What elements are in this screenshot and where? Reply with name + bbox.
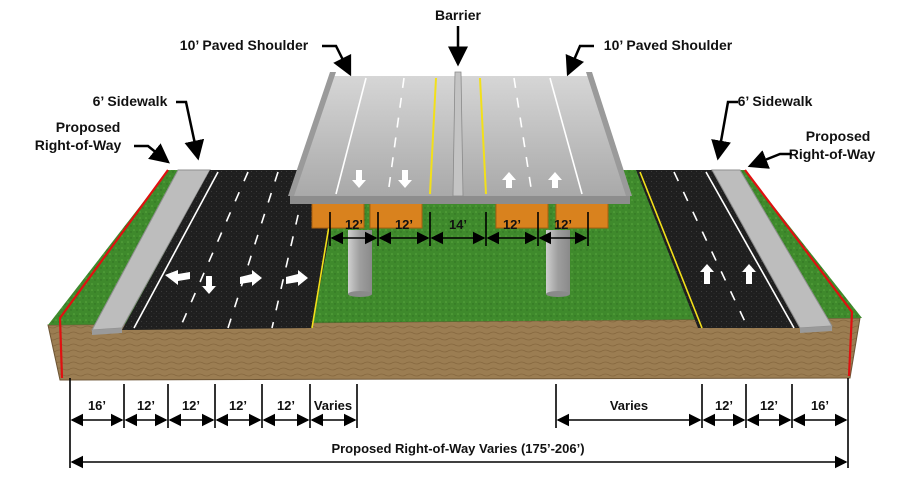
pier-right — [546, 230, 570, 294]
right-asphalt — [636, 170, 800, 328]
bottom-dim-label: 12’ — [715, 398, 733, 413]
bottom-dim-label: Varies — [314, 398, 352, 413]
bottom-dim-label: 16’ — [88, 398, 106, 413]
bottom-dim-label: 12’ — [182, 398, 200, 413]
row-line-left — [58, 169, 169, 379]
bottom-dim-label: 12’ — [760, 398, 778, 413]
bottom-dimensions: 16’ 12’ 12’ 12’ 12’ Varies Varies 12’ 12… — [69, 378, 849, 469]
bridge-dim-label: 12’ — [503, 217, 521, 232]
right-lane-arrows — [700, 264, 756, 284]
pier-left — [348, 230, 372, 294]
center-barrier — [452, 71, 464, 197]
right-roadway — [636, 169, 833, 333]
bottom-dim-label: 12’ — [137, 398, 155, 413]
callout-barrier: Barrier — [435, 7, 481, 23]
total-row-label: Proposed Right-of-Way Varies (175’-206’) — [331, 441, 584, 456]
callout-sidewalk-right: 6’ Sidewalk — [738, 93, 813, 109]
callout-row-right: Proposed Right-of-Way — [789, 128, 876, 162]
bridge-dim-label: 12’ — [345, 217, 363, 232]
bottom-dim-label: 16’ — [811, 398, 829, 413]
callouts: Barrier 10’ Paved Shoulder 10’ Paved Sho… — [35, 7, 876, 169]
bridge-dim-label: 14’ — [449, 217, 467, 232]
left-asphalt — [122, 170, 342, 330]
bridge-lane-dimensions: 12’ 12’ 14’ 12’ 12’ — [329, 212, 589, 246]
callout-shoulder-left: 10’ Paved Shoulder — [180, 37, 309, 53]
bridge-dim-label: 12’ — [554, 217, 572, 232]
bottom-dim-label: Varies — [610, 398, 648, 413]
row-line-right — [744, 169, 854, 377]
bottom-dim-label: 12’ — [277, 398, 295, 413]
bridge-dim-label: 12’ — [395, 217, 413, 232]
callout-shoulder-right: 10’ Paved Shoulder — [604, 37, 733, 53]
left-roadway — [91, 169, 342, 335]
callout-sidewalk-left: 6’ Sidewalk — [93, 93, 168, 109]
left-lane-arrows — [165, 270, 308, 294]
bottom-dim-label: 12’ — [229, 398, 247, 413]
callout-row-left: Proposed Right-of-Way — [35, 119, 125, 153]
bridge-overpass — [288, 71, 632, 297]
